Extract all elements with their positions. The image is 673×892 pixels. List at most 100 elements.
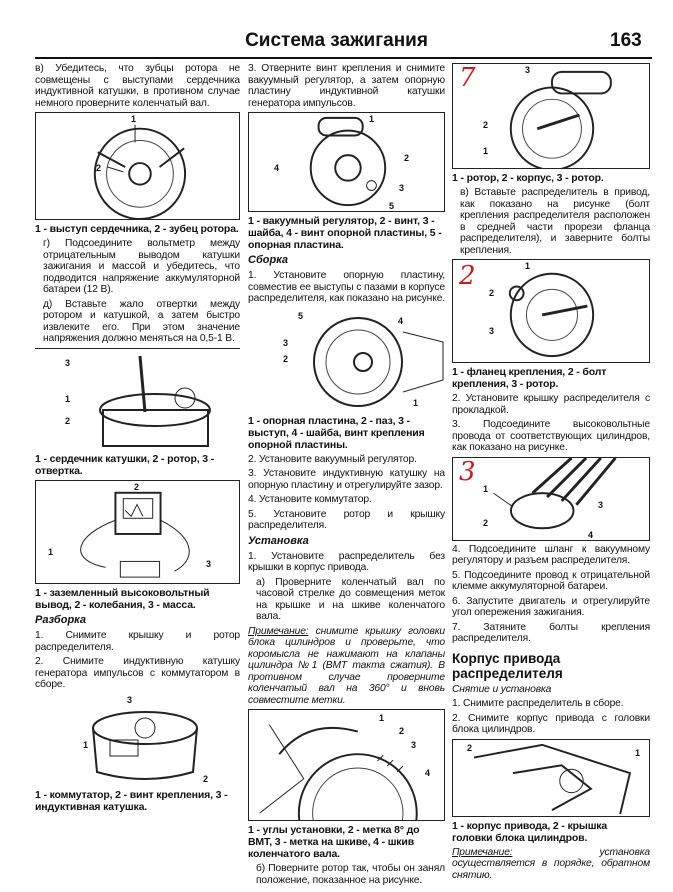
callout: 4: [274, 163, 280, 173]
paragraph: 4. Подсоедините шланг к вакуумному регул…: [452, 543, 650, 567]
callout: 2: [96, 163, 102, 173]
callout: 2: [203, 773, 209, 784]
paragraph: д) Вставьте жало отвертки между ротором …: [43, 298, 240, 345]
paragraph: 7. Затяните болты крепления распределите…: [452, 621, 650, 645]
paragraph: г) Подсоедините вольтметр между отрицате…: [43, 238, 240, 295]
paragraph: 3. Отверните винт крепления и снимите ва…: [248, 63, 445, 109]
figure-caption: 1 - опорная пластина, 2 - паз, 3 - высту…: [248, 414, 425, 451]
callout: 3: [65, 358, 71, 368]
callout: 4: [588, 529, 594, 540]
callout: 3: [525, 65, 531, 75]
figure-oscilloscope: 2 1 3: [35, 480, 240, 584]
callout: 1: [525, 261, 531, 271]
callout: 2: [404, 153, 410, 163]
figure-distributor-rotor: 1 2: [35, 112, 240, 220]
callout: 1: [635, 747, 641, 758]
paragraph: 1. Установите распределитель без крышки …: [248, 550, 445, 574]
section-subheading: Снятие и установка: [452, 683, 552, 695]
paragraph: б) Поверните ротор так, чтобы он занял п…: [256, 863, 445, 886]
handwritten-marker: 2: [459, 261, 476, 291]
callout: 1: [83, 739, 89, 750]
callout: 1: [65, 394, 71, 404]
column-right: 7 3 2 1 1 - ротор, 2 - корпус, 3 - ротор…: [452, 63, 650, 881]
column-left: в) Убедитесь, что зубцы ротора не совмещ…: [35, 63, 240, 813]
page-number: 163: [610, 30, 642, 51]
handwritten-marker: 7: [459, 63, 476, 93]
callout: 3: [283, 337, 289, 348]
callout: 2: [489, 288, 495, 298]
figure-caption: 1 - корпус привода, 2 - крышка головки б…: [452, 819, 608, 844]
figure-vacuum-regulator: 1 2 4 3 5: [248, 112, 445, 212]
handwritten-marker: 3: [459, 456, 476, 487]
callout: 2: [467, 742, 473, 753]
note-text: установка осуществляется в порядке, обра…: [452, 846, 650, 881]
note: Примечание: снимите крышку головки блока…: [248, 626, 445, 707]
figure-flange-bolt: 2 1 2 3: [452, 259, 650, 363]
section-subheading: Сборка: [248, 254, 289, 266]
figure-caption: 1 - фланец крепления, 2 - болт крепления…: [452, 366, 607, 390]
callout: 1: [48, 547, 54, 557]
paragraph: 6. Запустите двигатель и отрегулируйте у…: [452, 595, 650, 619]
figure-timing-marks: 1 2 3 4: [248, 709, 445, 821]
figure-hv-wires: 3 1 3 2 4: [452, 456, 650, 541]
section-subheading: Установка: [248, 534, 309, 547]
callout: 1: [131, 114, 137, 124]
callout: 1: [369, 114, 375, 124]
paragraph: 1. Установите опорную пластину, совмести…: [248, 270, 445, 304]
callout: 2: [399, 726, 405, 736]
note: Примечание: установка осуществляется в п…: [452, 847, 650, 882]
section-heading: Корпус привода распределителя: [452, 650, 563, 681]
paragraph: 3. Установите индуктивную катушку на опо…: [248, 468, 445, 491]
paragraph: 5. Установите ротор и крышку распределит…: [248, 508, 445, 532]
figure-caption: 1 - коммутатор, 2 - винт крепления, 3 - …: [35, 788, 228, 813]
callout: 1: [483, 483, 489, 494]
callout: 4: [398, 315, 404, 326]
page-title: Система зажигания: [245, 30, 428, 51]
paragraph: в) Вставьте распределитель в привод, как…: [460, 187, 650, 256]
callout: 3: [489, 326, 495, 336]
callout: 5: [298, 310, 304, 321]
figure-caption: 1 - ротор, 2 - корпус, 3 - ротор.: [452, 172, 604, 184]
figure-drive-housing: 2 1: [452, 738, 650, 817]
section-subheading: Разборка: [35, 614, 86, 626]
callout: 5: [389, 201, 395, 211]
callout: 2: [483, 517, 489, 528]
divider: [35, 347, 240, 349]
callout: 3: [598, 499, 604, 510]
figure-rotor-position: 7 3 2 1: [452, 63, 650, 169]
callout: 4: [425, 768, 431, 778]
callout: 2: [483, 120, 489, 130]
figure-caption: 1 - сердечник катушки, 2 - ротор, 3 - от…: [35, 453, 215, 477]
callout: 1: [483, 146, 489, 156]
paragraph: 1. Снимите распределитель в сборе.: [452, 698, 624, 709]
note-text: снимите крышку головки блока цилиндров и…: [248, 625, 445, 706]
figure-screwdriver: 3 1 2: [35, 352, 240, 450]
callout: 3: [411, 740, 417, 750]
callout: 3: [399, 183, 405, 193]
callout: 3: [206, 559, 212, 569]
paragraph: 5. Подсоедините провод к отрицательной к…: [452, 569, 650, 593]
figure-base-plate: 5 4 3 2 1: [248, 307, 445, 412]
callout: 1: [413, 397, 419, 408]
paragraph: 3. Подсоедините высоковольтные провода о…: [452, 419, 650, 453]
figure-coil-removal: 3 1 2: [35, 693, 240, 786]
callout: 2: [134, 482, 140, 492]
figure-caption: 1 - заземленный высоковольтный вывод, 2 …: [35, 587, 210, 611]
paragraph: 2. Снимите корпус привода с головки блок…: [452, 712, 650, 736]
column-middle: 3. Отверните винт крепления и снимите ва…: [248, 63, 445, 886]
note-label: Примечание:: [452, 846, 513, 858]
paragraph: в) Убедитесь, что зубцы ротора не совмещ…: [35, 63, 240, 109]
note-label: Примечание:: [248, 625, 309, 637]
paragraph: 2. Снимите индуктивную катушку генератор…: [35, 656, 240, 690]
callout: 2: [283, 353, 289, 364]
paragraph: 2. Установите вакуумный регулятор.: [248, 453, 417, 465]
paragraph: а) Проверните коленчатый вал по часовой …: [256, 576, 445, 623]
callout: 1: [379, 713, 385, 723]
callout: 3: [127, 694, 133, 705]
header-rule: [35, 57, 652, 59]
paragraph: 4. Установите коммутатор.: [248, 494, 372, 505]
callout: 2: [65, 416, 71, 426]
figure-caption: 1 - вакуумный регулятор, 2 - винт, 3 - ш…: [248, 215, 442, 251]
figure-caption: 1 - углы установки, 2 - метка 8° до ВМТ,…: [248, 824, 420, 860]
paragraph: 1. Снимите крышку и ротор распределителя…: [35, 630, 240, 653]
